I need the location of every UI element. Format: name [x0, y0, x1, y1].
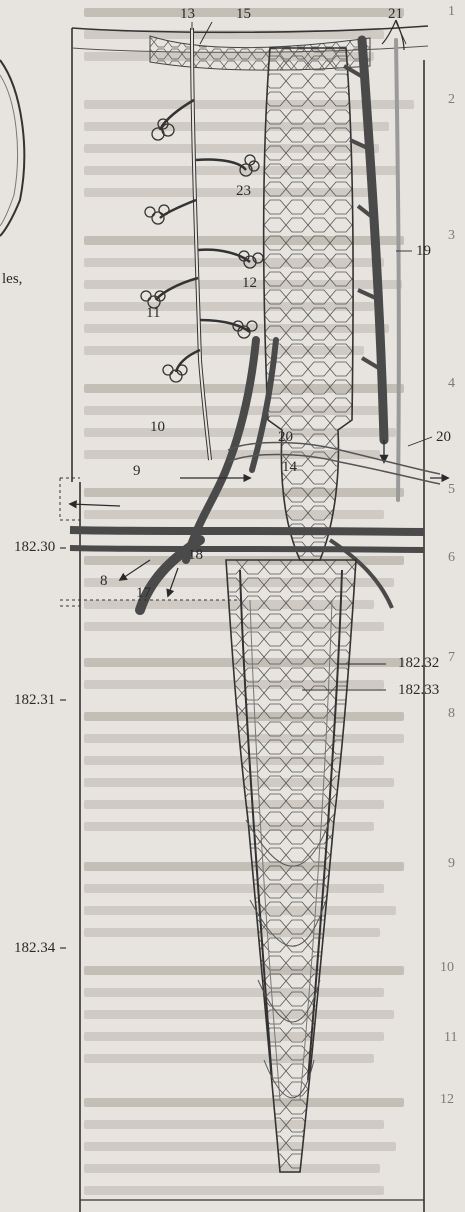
label-20-right: 20: [436, 430, 451, 445]
label-20-center: 20: [278, 430, 293, 445]
label-10: 10: [150, 420, 165, 435]
label-12: 12: [242, 276, 257, 291]
label-9: 9: [133, 464, 141, 479]
left-partial-figure: [0, 60, 24, 236]
label-23: 23: [236, 184, 251, 199]
label-21: 21: [388, 7, 403, 22]
left-margin-text-fragment: les,: [2, 272, 22, 287]
label-17: 17: [136, 586, 151, 601]
label-182-34: 182.34: [14, 941, 55, 956]
label-11: 11: [146, 306, 160, 321]
central-cellular-duct: [264, 48, 353, 560]
label-13: 13: [180, 7, 195, 22]
label-182-31: 182.31: [14, 693, 55, 708]
label-182-33: 182.33: [398, 683, 439, 698]
label-14: 14: [282, 460, 297, 475]
label-18: 18: [188, 548, 203, 563]
label-182-32: 182.32: [398, 656, 439, 671]
label-182-30: 182.30: [14, 540, 55, 555]
label-8: 8: [100, 574, 108, 589]
lower-funnel-duct: [226, 560, 356, 1172]
label-19: 19: [416, 244, 431, 259]
label-15: 15: [236, 7, 251, 22]
